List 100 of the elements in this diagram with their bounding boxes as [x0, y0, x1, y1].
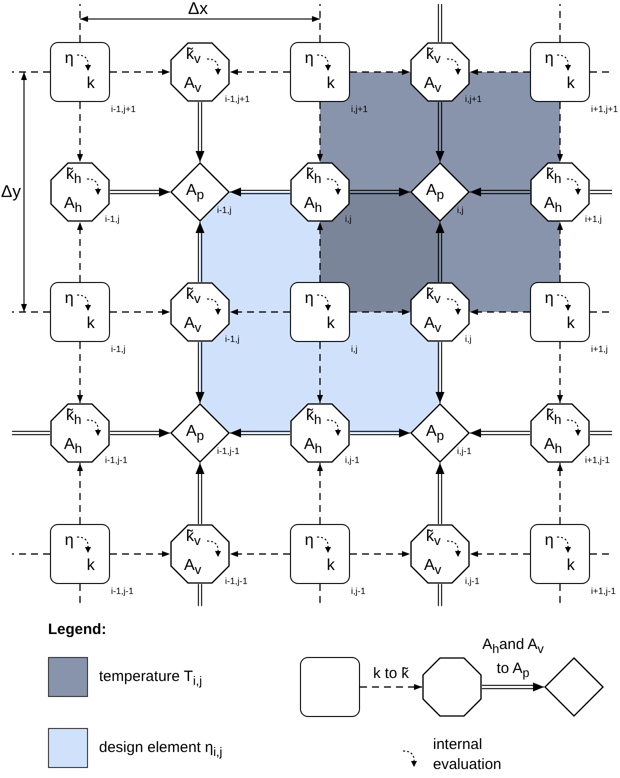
arrow — [436, 102, 444, 162]
index-label: i-1,j — [217, 205, 232, 215]
symbol-label: A$_{h}$ — [304, 436, 322, 458]
arrow — [436, 222, 444, 282]
connector-line — [12, 71, 50, 73]
arrow — [77, 342, 83, 403]
symbol-label: A$_{p}$ — [186, 423, 204, 446]
index-label: i,j-1 — [457, 446, 472, 456]
arrow — [557, 222, 563, 282]
diamond-node — [410, 403, 470, 463]
symbol-label: A$_{h}$ — [304, 195, 322, 218]
symbol-label: A$_{h}$ — [544, 195, 562, 218]
rounded-box — [290, 42, 350, 102]
symbol-label: k — [86, 74, 95, 93]
rounded-box — [50, 282, 110, 342]
rounded-box — [530, 282, 590, 342]
symbol-label: k — [86, 556, 95, 575]
legend-heading: Legend: — [48, 621, 106, 638]
symbol-label: A$_{v}$ — [184, 557, 202, 580]
arrow — [110, 428, 170, 438]
rounded-box — [530, 42, 590, 102]
rounded-box — [530, 524, 590, 584]
symbol-label: A$_{v}$ — [184, 315, 202, 338]
symbol-label: k̃$_{v}$ — [186, 528, 201, 550]
arrow — [557, 463, 563, 524]
octagon-node — [290, 162, 350, 222]
arrow — [230, 69, 290, 75]
index-label: i-1,j+1 — [111, 104, 136, 114]
symbol-label: k̃$_{v}$ — [426, 286, 441, 308]
index-label: i,j-1 — [465, 576, 480, 586]
symbol-label: A$_{v}$ — [424, 75, 442, 98]
symbol-label: A$_{v}$ — [424, 315, 442, 338]
symbol-label: η — [304, 532, 314, 550]
symbol-label: k̃$_{v}$ — [186, 286, 201, 308]
edge-label: A$_{h}$and A$_{v}$ to A$_{p}$ — [481, 635, 545, 682]
index-label: i+1,j — [585, 214, 602, 224]
symbol-label: k̃$_{v}$ — [426, 528, 441, 550]
symbol-label: k — [566, 74, 575, 93]
index-label: i,j — [465, 334, 472, 344]
index-label: i-1,j — [111, 344, 126, 354]
arrow — [196, 462, 204, 524]
connector-line — [590, 553, 612, 555]
connector-line — [319, 584, 321, 606]
rounded-box — [50, 42, 110, 102]
arrow — [436, 462, 444, 524]
index-label: i,j — [351, 344, 358, 354]
connector-line — [590, 311, 612, 313]
connector-line — [590, 71, 612, 73]
arrow — [470, 551, 530, 557]
index-label: i-1,j-1 — [217, 446, 240, 456]
index-label: i+1,j — [591, 344, 608, 354]
dimension-label: Δy — [1, 182, 21, 202]
arrow — [230, 188, 290, 196]
arrow — [110, 309, 170, 315]
rounded-box — [290, 524, 350, 584]
index-label: i,j — [345, 214, 352, 224]
index-label: i,j — [457, 205, 464, 215]
arrow — [470, 428, 530, 438]
arrow — [230, 551, 290, 557]
arrow — [470, 188, 530, 196]
arrow — [350, 69, 410, 75]
symbol-label: k̃$_{h}$ — [66, 407, 82, 430]
arrow — [230, 309, 290, 315]
symbol-label: η — [544, 50, 554, 68]
arrow — [557, 102, 563, 162]
symbol-label: η — [544, 290, 554, 308]
arrow — [436, 342, 444, 404]
dimension-label: Δx — [188, 0, 208, 19]
symbol-label: A$_{v}$ — [184, 75, 202, 98]
symbol-label: A$_{p}$ — [186, 182, 204, 204]
connector-line — [590, 190, 612, 194]
symbol-label: k̃$_{v}$ — [186, 46, 201, 68]
connector-line — [12, 430, 50, 436]
index-label: i-1,j-1 — [225, 576, 248, 586]
connector-line — [12, 311, 50, 313]
arrow — [350, 428, 410, 438]
arrow — [557, 342, 563, 403]
symbol-label: k — [566, 314, 575, 333]
arrow — [350, 551, 410, 557]
symbol-label: A$_{h}$ — [64, 436, 82, 458]
arrow — [110, 551, 170, 557]
connector-line — [79, 584, 81, 606]
symbol-label: A$_{p}$ — [426, 182, 444, 204]
diamond-node — [410, 162, 470, 222]
connector-line — [79, 4, 81, 42]
symbol-label: η — [544, 532, 554, 550]
index-label: i-1,j-1 — [111, 586, 134, 596]
symbol-label: η — [64, 290, 74, 308]
symbol-label: η — [64, 532, 74, 550]
index-label: i+1,j-1 — [591, 586, 616, 596]
arrow — [360, 684, 422, 690]
connector-line — [198, 584, 202, 606]
diamond-node — [170, 162, 230, 222]
diamond-node — [544, 657, 604, 717]
symbol-label: k̃$_{h}$ — [546, 407, 562, 430]
index-label: i+1,j-1 — [585, 455, 610, 465]
symbol-label: A$_{p}$ — [426, 423, 444, 446]
arrow — [482, 682, 544, 692]
arrow — [196, 342, 204, 404]
symbol-label: η — [304, 290, 314, 308]
